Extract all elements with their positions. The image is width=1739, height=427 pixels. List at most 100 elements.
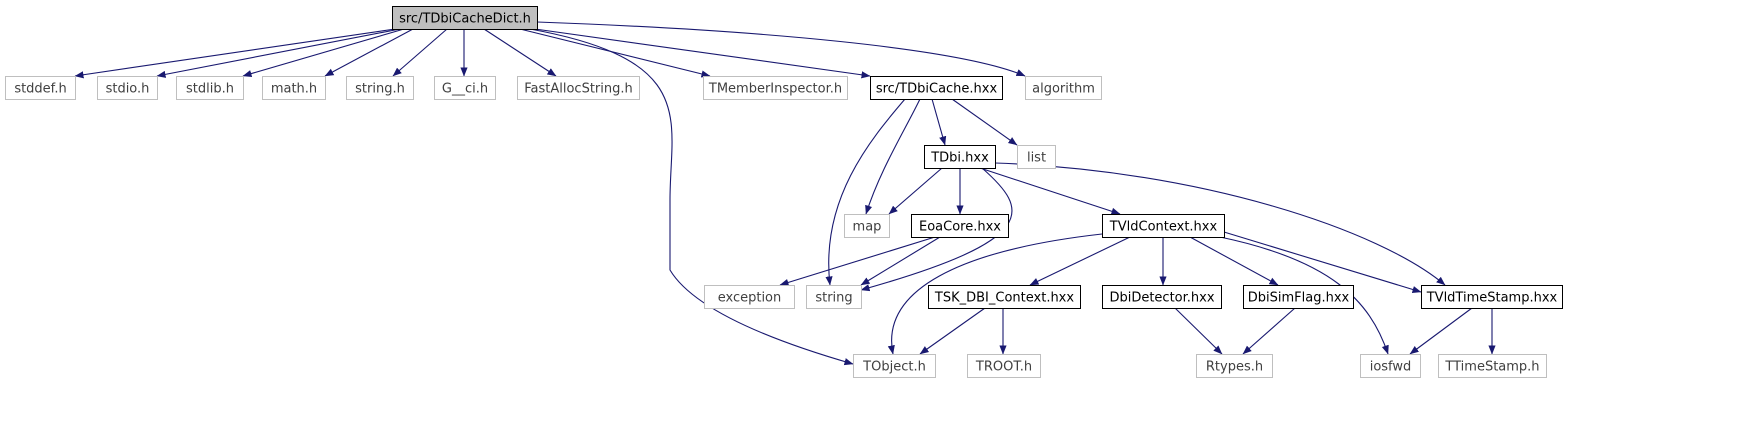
edge-root-to-algorithm <box>536 21 1026 77</box>
node-stddef: stddef.h <box>5 76 76 100</box>
node-box-list <box>1017 145 1056 169</box>
node-gci: G__ci.h <box>434 76 496 100</box>
nodes-layer: src/TDbiCacheDict.h stddef.h stdio.h stdlib… <box>5 6 1563 378</box>
edge-root-to-stringh <box>392 28 448 77</box>
edge-root-to-fastalloc <box>483 28 557 77</box>
node-root[interactable]: src/TDbiCacheDict.h <box>392 6 538 30</box>
node-box-tskdbi <box>928 285 1081 309</box>
node-box-dbidetector <box>1102 285 1222 309</box>
node-box-math <box>262 76 326 100</box>
node-string: string <box>806 285 862 309</box>
edge-root-to-tmember <box>519 28 711 78</box>
node-map: map <box>844 214 890 238</box>
edge-root-to-math <box>324 28 414 77</box>
node-label-stddef: stddef.h <box>14 82 66 97</box>
node-label-dbidetector: DbiDetector.hxx <box>1109 291 1214 306</box>
node-box-tdbicache <box>870 76 1003 100</box>
node-troot: TROOT.h <box>967 354 1041 378</box>
node-label-tdbicache: src/TDbiCache.hxx <box>876 82 998 97</box>
node-label-tvldcontext: TVldContext.hxx <box>1109 220 1218 235</box>
edge-tdbicache-to-list <box>951 98 1018 146</box>
node-ttimestamp: TTimeStamp.h <box>1438 354 1547 378</box>
node-rtypes: Rtypes.h <box>1196 354 1273 378</box>
node-label-tskdbi: TSK_DBI_Context.hxx <box>934 291 1074 306</box>
node-iosfwd: iosfwd <box>1360 354 1421 378</box>
node-tvldtimestamp[interactable]: TVldTimeStamp.hxx <box>1421 285 1563 309</box>
node-box-string <box>806 285 862 309</box>
node-label-algorithm: algorithm <box>1032 82 1095 97</box>
node-label-stringh: string.h <box>355 82 405 97</box>
node-label-root: src/TDbiCacheDict.h <box>399 12 531 27</box>
node-tvldcontext[interactable]: TVldContext.hxx <box>1102 214 1225 238</box>
edge-tvldcontext-to-dbisimflag <box>1189 236 1279 286</box>
edge-root-to-stddef <box>74 28 396 79</box>
node-box-stdlib <box>176 76 244 100</box>
edge-dbidetector-to-rtypes <box>1174 307 1223 355</box>
node-box-gci <box>434 76 496 100</box>
node-label-ttimestamp: TTimeStamp.h <box>1444 360 1539 375</box>
node-box-fastalloc <box>517 76 640 100</box>
edge-root-to-stdlib <box>242 28 405 78</box>
node-box-root <box>392 6 538 30</box>
edge-tdbi-to-tvldcontext <box>979 167 1121 215</box>
node-algorithm: algorithm <box>1025 76 1102 100</box>
node-box-tmember <box>703 76 848 100</box>
node-tskdbi[interactable]: TSK_DBI_Context.hxx <box>928 285 1081 309</box>
node-label-tobject: TObject.h <box>862 360 926 375</box>
node-box-rtypes <box>1196 354 1273 378</box>
node-eoacore[interactable]: EoaCore.hxx <box>911 214 1009 238</box>
node-stdlib: stdlib.h <box>176 76 244 100</box>
node-list: list <box>1017 145 1056 169</box>
node-tdbicache[interactable]: src/TDbiCache.hxx <box>870 76 1003 100</box>
edge-root-to-tdbicache <box>534 28 871 79</box>
node-fastalloc: FastAllocString.h <box>517 76 640 100</box>
node-label-stdlib: stdlib.h <box>186 82 234 97</box>
node-box-eoacore <box>911 214 1009 238</box>
node-box-iosfwd <box>1360 354 1421 378</box>
node-label-tvldtimestamp: TVldTimeStamp.hxx <box>1426 291 1558 306</box>
node-tdbi[interactable]: TDbi.hxx <box>924 145 996 169</box>
node-label-troot: TROOT.h <box>975 360 1032 375</box>
node-dbisimflag[interactable]: DbiSimFlag.hxx <box>1243 285 1354 309</box>
edge-tdbicache-to-string <box>825 98 906 286</box>
node-label-fastalloc: FastAllocString.h <box>524 82 633 97</box>
node-label-exception: exception <box>718 291 782 306</box>
node-box-dbisimflag <box>1243 285 1354 309</box>
node-box-tobject <box>853 354 936 378</box>
node-box-tvldcontext <box>1102 214 1225 238</box>
node-stdio: stdio.h <box>97 76 158 100</box>
node-label-rtypes: Rtypes.h <box>1206 360 1263 375</box>
node-box-exception <box>704 285 795 309</box>
node-math: math.h <box>262 76 326 100</box>
node-dbidetector[interactable]: DbiDetector.hxx <box>1102 285 1222 309</box>
node-exception: exception <box>704 285 795 309</box>
node-box-stringh <box>346 76 414 100</box>
node-box-map <box>844 214 890 238</box>
edge-tdbi-to-tvldtimestamp <box>994 162 1446 286</box>
node-box-stdio <box>97 76 158 100</box>
edge-tvldcontext-to-tobject <box>887 233 1103 355</box>
node-box-tvldtimestamp <box>1421 285 1563 309</box>
edge-tvldcontext-to-tvldtimestamp <box>1223 231 1422 293</box>
edge-tdbicache-to-map <box>865 98 921 215</box>
node-stringh: string.h <box>346 76 414 100</box>
edges-layer <box>74 21 1496 366</box>
edge-tskdbi-to-tobject <box>919 307 986 355</box>
node-label-string: string <box>815 291 852 306</box>
node-label-math: math.h <box>271 82 317 97</box>
edge-tdbi-to-map <box>888 167 943 215</box>
edge-dbisimflag-to-rtypes <box>1242 307 1296 355</box>
node-box-ttimestamp <box>1438 354 1547 378</box>
edge-root-to-stdio <box>156 28 401 78</box>
node-box-stddef <box>5 76 76 100</box>
node-label-list: list <box>1027 151 1046 166</box>
node-label-gci: G__ci.h <box>442 82 488 97</box>
edge-tvldtimestamp-to-iosfwd <box>1409 307 1473 355</box>
node-box-tdbi <box>924 145 996 169</box>
edge-eoacore-to-exception <box>779 236 936 286</box>
node-box-troot <box>967 354 1041 378</box>
node-tmember: TMemberInspector.h <box>703 76 848 100</box>
node-label-eoacore: EoaCore.hxx <box>919 220 1001 235</box>
